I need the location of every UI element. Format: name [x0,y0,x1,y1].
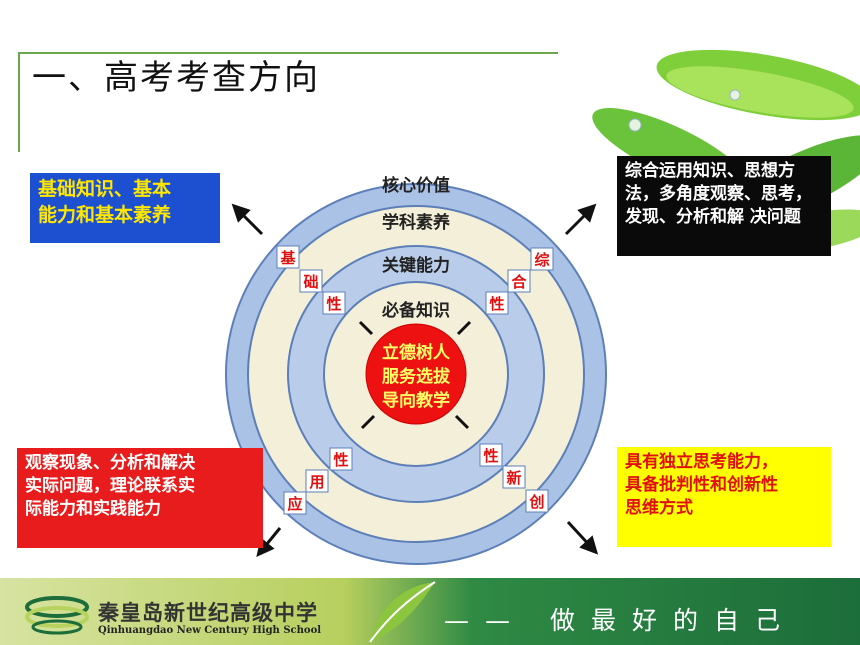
box-line: 思维方式 [625,497,693,518]
svg-text:性: 性 [326,295,341,313]
box-line: 际能力和实践能力 [25,498,161,519]
tag-xing-3: 性 [329,447,353,471]
svg-text:新: 新 [506,469,521,487]
center-line-1: 立德树人 [382,342,451,363]
svg-text:综: 综 [534,251,549,269]
school-motto: —— 做最好的自己 [444,606,796,635]
title-frame-line-left [18,52,20,152]
tag-zong: 综 [530,247,554,271]
svg-text:合: 合 [510,273,527,291]
box-line: 能力和基本素养 [38,203,172,226]
svg-text:应: 应 [287,495,302,513]
arrow-bottom-left [256,527,282,557]
box-line: 具有独立思考能力， [625,452,778,472]
box-application: 观察现象、分析和解决 实际问题，理论联系实 际能力和实践能力 [17,448,263,548]
center-line-2: 服务选拔 [382,366,451,387]
ring-label-inner: 必备知识 [381,300,450,321]
box-line: 实际问题，理论联系实 [25,475,195,496]
arrow-bottom-right [566,520,599,555]
box-innovation: 具有独立思考能力， 具备批判性和创新性 思维方式 [617,447,831,547]
svg-text:础: 础 [303,273,318,291]
tag-xing-1: 性 [322,291,346,315]
box-line: 基础知识、基本 [38,178,172,200]
tag-chu: 础 [299,269,323,293]
tag-ji: 基 [276,245,300,269]
svg-text:用: 用 [309,473,324,491]
arrow-top-right [564,203,597,236]
box-line: 具备批判性和创新性 [625,474,778,495]
svg-text:性: 性 [333,451,348,469]
arrow-top-left [231,203,264,236]
school-name-en: Qinhuangdao New Century High School [98,625,322,636]
box-line: 观察现象、分析和解决 [25,453,195,473]
box-line: 法，多角度观察、思考， [625,183,812,204]
center-line-3: 导向教学 [382,390,450,411]
school-logo-icon [25,596,89,635]
tag-ying: 应 [283,491,307,515]
ring-label-outer: 核心价值 [382,175,450,196]
footer-leaf-icon [369,581,436,643]
tag-chuang: 创 [525,489,549,513]
center-circle [365,323,467,425]
tag-xing-2: 性 [485,291,509,315]
title-frame-line [18,52,558,54]
tag-yong: 用 [305,469,329,493]
ring-label-third: 关键能力 [382,255,450,276]
page-title: 一、高考考查方向 [32,58,320,98]
box-line: 综合运用知识、思想方 [625,161,795,181]
ring-label-second: 学科素养 [382,212,451,233]
svg-text:基: 基 [279,249,296,267]
tag-he: 合 [507,269,531,293]
box-comprehensive: 综合运用知识、思想方 法，多角度观察、思考， 发现、分析和解 决问题 [617,156,831,256]
svg-text:性: 性 [489,295,504,313]
svg-text:性: 性 [483,447,498,465]
box-line: 发现、分析和解 决问题 [625,206,801,227]
tag-xing-4: 性 [479,443,503,467]
school-name-cn: 秦皇岛新世纪高级中学 [98,601,318,625]
box-basic-knowledge: 基础知识、基本 能力和基本素养 [30,173,220,243]
svg-text:创: 创 [528,493,544,511]
tag-xin: 新 [502,465,526,489]
